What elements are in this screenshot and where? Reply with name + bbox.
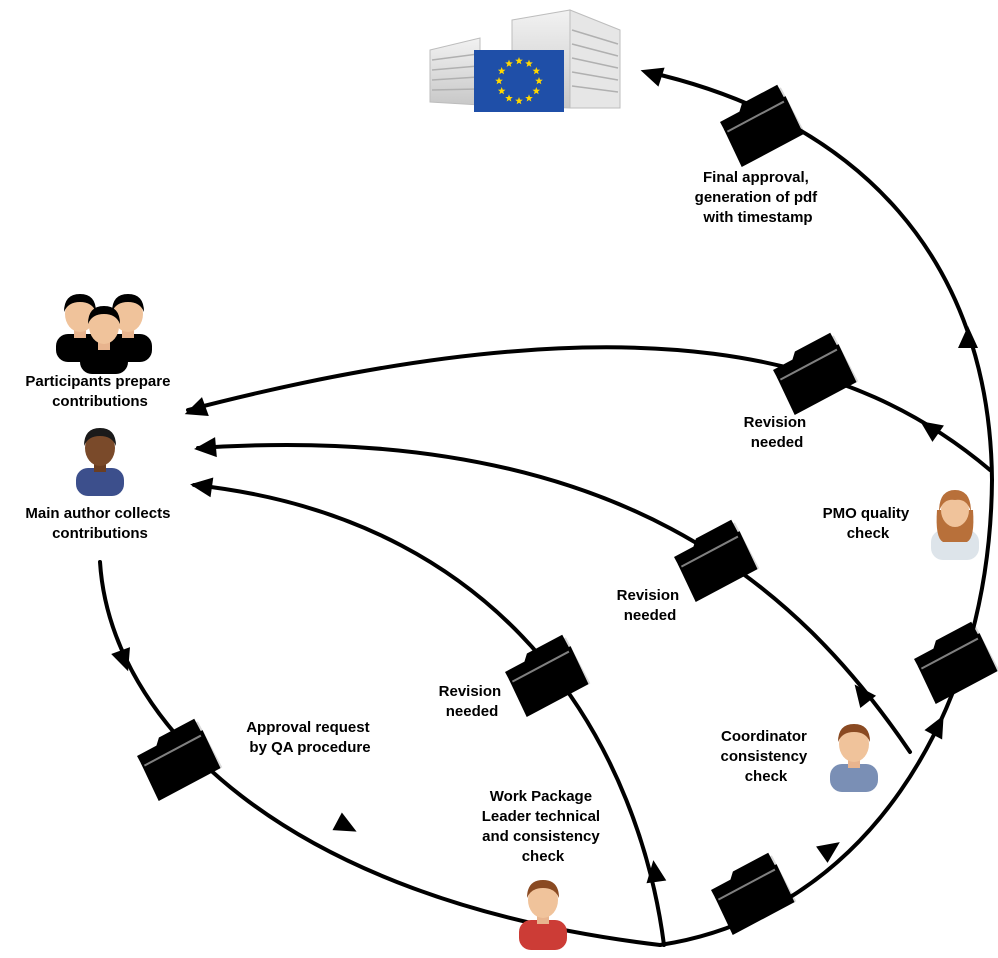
flow-return-wp (192, 483, 666, 947)
arrowhead-coord-return-2 (194, 437, 217, 458)
flow-return-pmo (186, 345, 992, 472)
arrowhead-wp-return-2 (190, 477, 214, 498)
folder-icon-revision-pmo (767, 330, 860, 417)
arrowheads (111, 67, 978, 884)
arrowhead-bottom-left (332, 812, 357, 832)
main-author-person-icon (76, 428, 124, 496)
label-approval-request: Approval request by QA procedure (246, 719, 374, 756)
eu-star (505, 59, 513, 67)
flow-return-coordinator (196, 442, 912, 754)
people-group-icon (56, 294, 152, 374)
folder-icon-bottom (705, 850, 798, 937)
coordinator-person-icon (830, 724, 878, 792)
arrowhead-to-eu (640, 67, 665, 87)
eu-star (532, 67, 541, 75)
eu-star (525, 59, 533, 67)
flow-main-to-bottom (98, 560, 662, 947)
pmo-person-female-icon (931, 490, 979, 560)
eu-star (497, 67, 506, 75)
arrowhead-right-high (958, 326, 978, 348)
eu-star (495, 77, 503, 85)
arrowhead-bottom-right (816, 842, 840, 863)
label-pmo: PMO quality check (823, 505, 914, 542)
label-revision-wp: Revision needed (439, 683, 506, 720)
eu-star (535, 77, 543, 85)
arrowhead-pmo-return-2 (184, 397, 209, 416)
arrowhead-coord-return-1 (854, 684, 877, 709)
flow-right-to-eu (646, 70, 994, 482)
label-revision-coordinator: Revision needed (617, 587, 684, 624)
label-main-author: Main author collects contributions (25, 505, 174, 542)
label-participants: Participants prepare contributions (25, 373, 174, 410)
eu-star (515, 57, 523, 65)
arrowhead-wp-return-1 (646, 860, 667, 884)
wp-leader-person-icon (519, 880, 567, 950)
eu-star (497, 87, 506, 95)
folder-icon-right (908, 619, 998, 706)
eu-star (525, 94, 533, 102)
eu-star (515, 97, 523, 105)
eu-star (505, 94, 513, 102)
arrowhead-pmo-return-1 (920, 421, 944, 442)
eu-commission-building-icon (429, 9, 621, 112)
label-coordinator: Coordinator consistency check (721, 728, 812, 785)
arrowhead-right-low (924, 715, 944, 740)
label-wp-leader: Work Package Leader technical and consis… (482, 788, 605, 865)
arrowhead-down (111, 647, 130, 672)
label-revision-pmo: Revision needed (744, 414, 811, 451)
label-final-approval: Final approval, generation of pdf with t… (695, 169, 822, 226)
eu-star (532, 87, 541, 95)
folder-icon-approval (131, 716, 224, 803)
